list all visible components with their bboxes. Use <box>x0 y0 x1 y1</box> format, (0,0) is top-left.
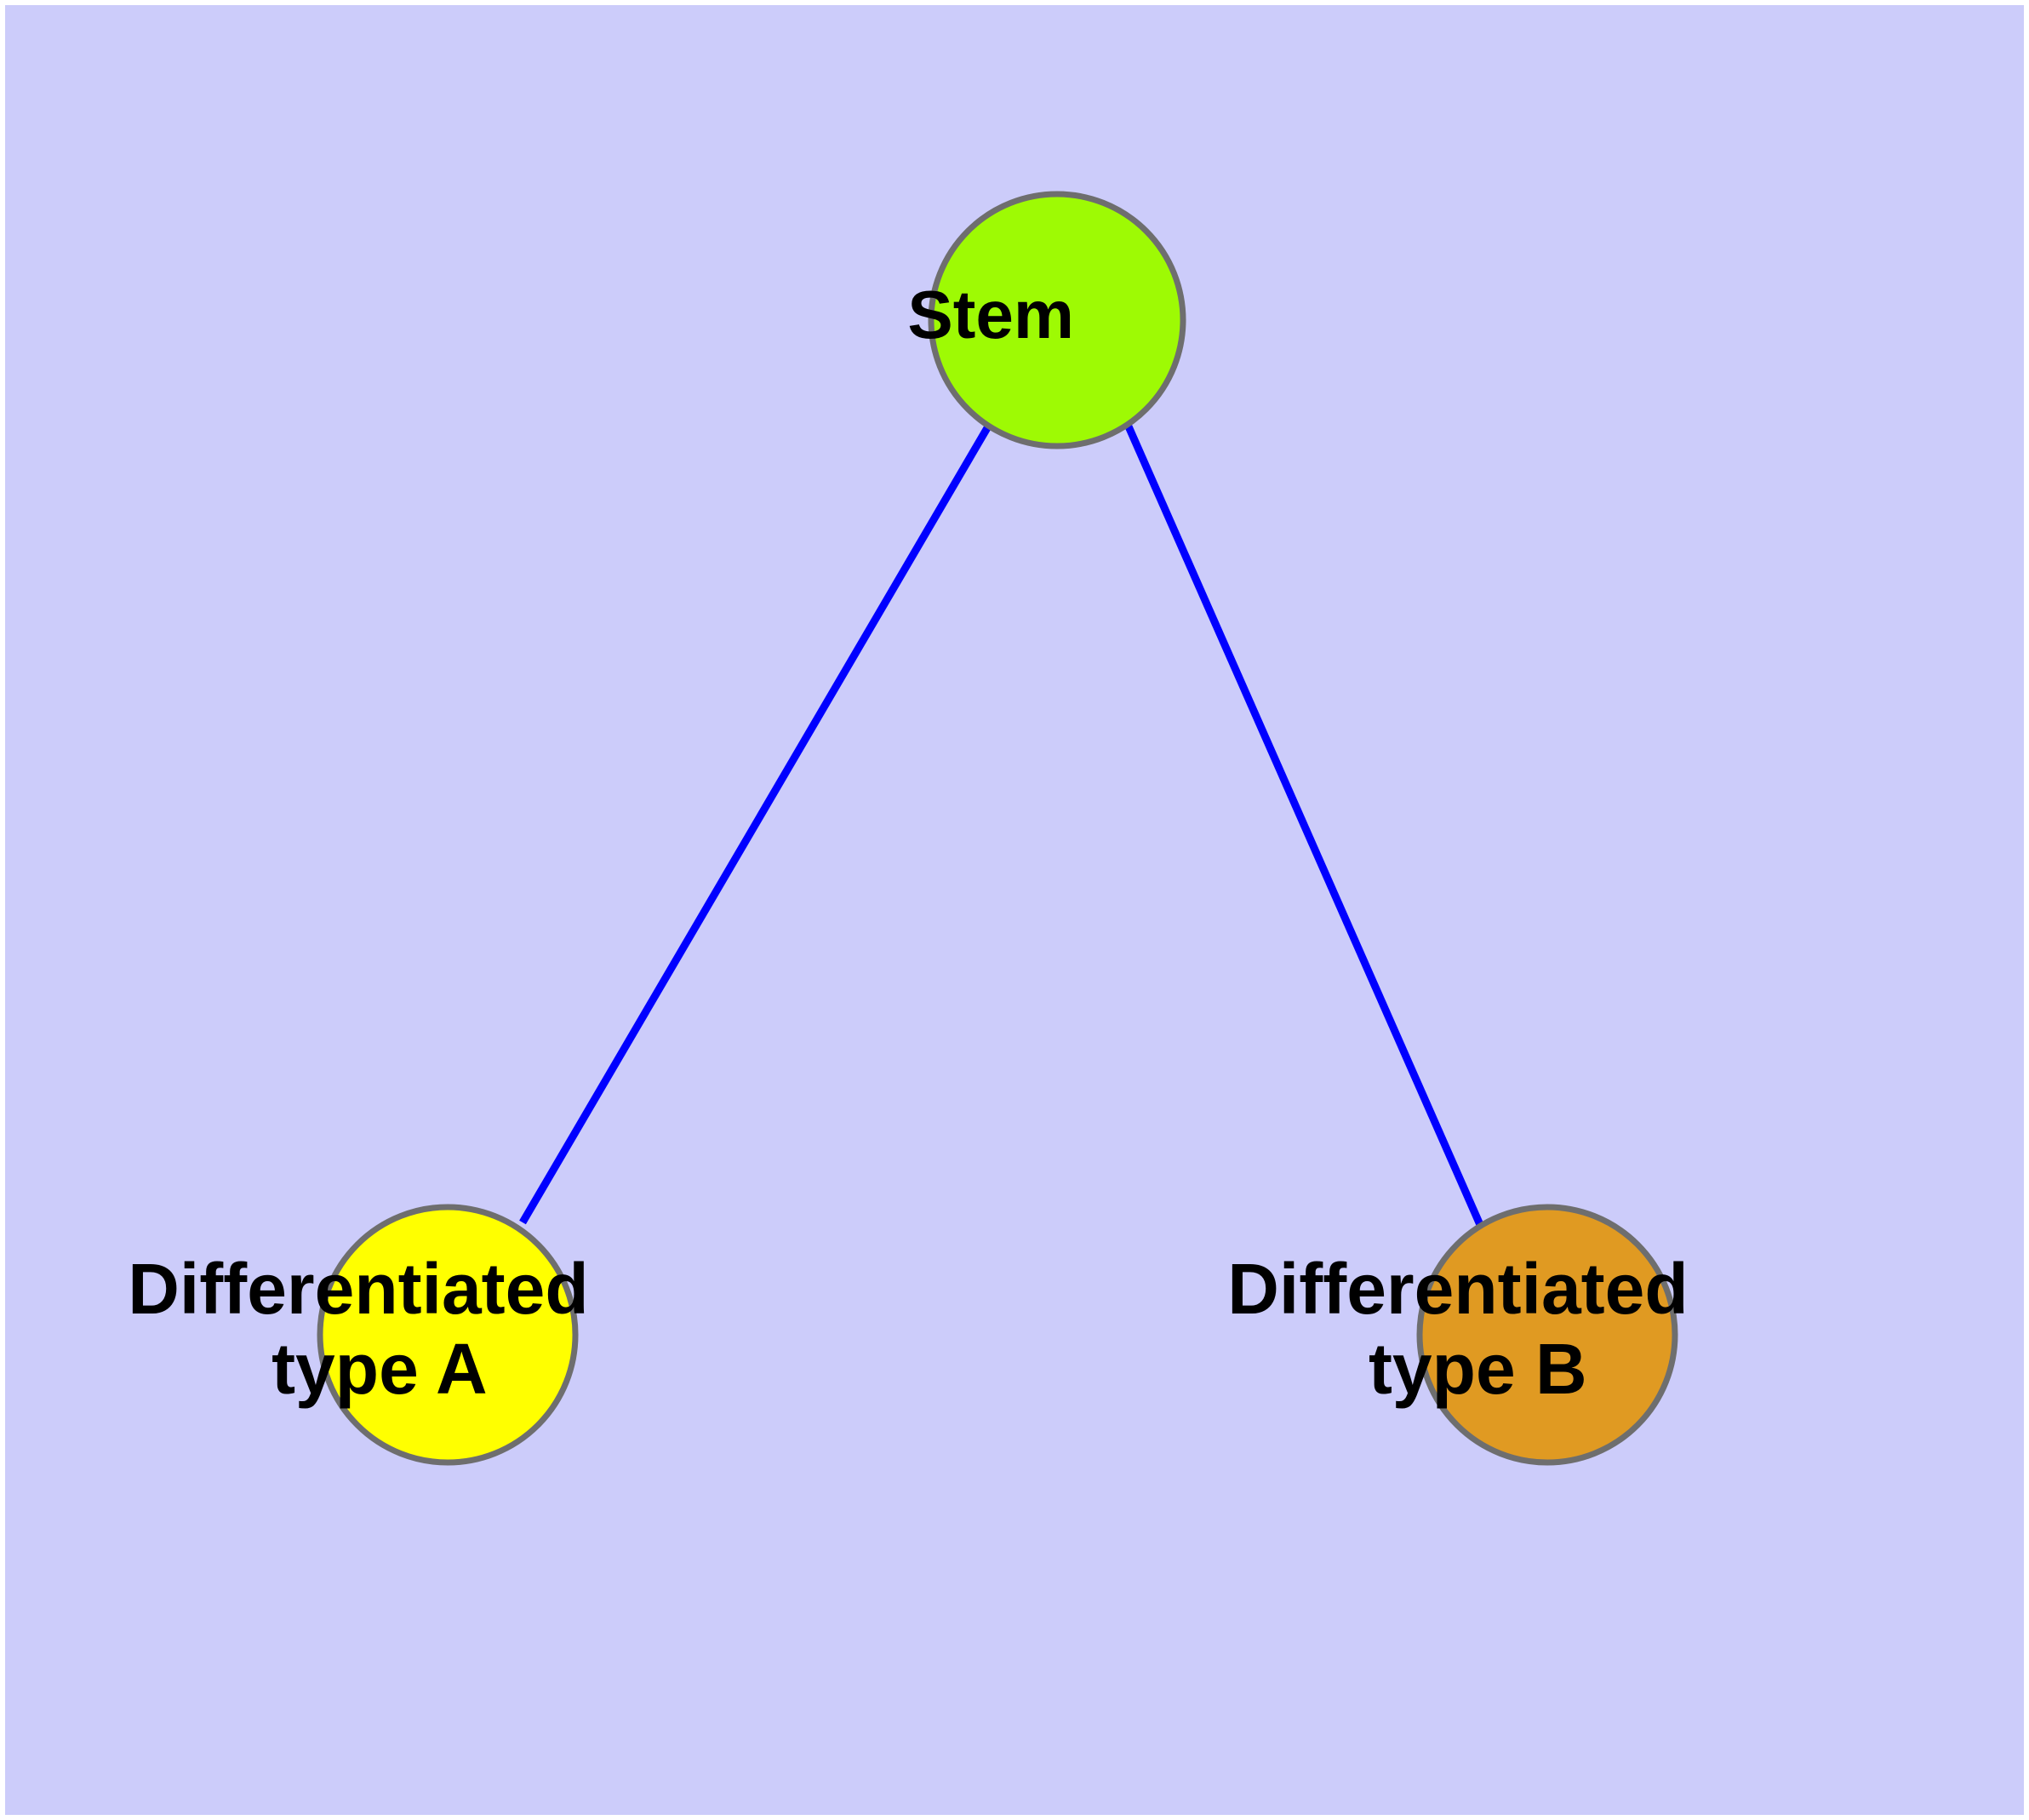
edge-stem-to-differentiated-type-a[interactable] <box>519 424 992 1225</box>
node-label-line1: Differentiated <box>128 1249 588 1329</box>
node-label-line2: type B <box>1369 1329 1587 1409</box>
edge-layer <box>519 424 1485 1228</box>
node-circle-stem[interactable] <box>928 191 1186 449</box>
node-label-line1: Stem <box>907 277 1074 352</box>
graph-svg: Differentiated type A Differentiated typ… <box>128 191 1866 1466</box>
edge-stem-to-differentiated-type-b[interactable] <box>1124 425 1485 1228</box>
node-label-line1: Differentiated <box>1227 1249 1688 1329</box>
node-label-stem: Stem <box>907 277 1206 352</box>
node-label-line2: type A <box>271 1329 486 1409</box>
node-differentiated-type-b[interactable]: Differentiated type B <box>1227 1204 1866 1466</box>
node-circle-differentiated-type-a[interactable] <box>317 1204 579 1466</box>
node-stem[interactable]: Stem <box>907 191 1206 449</box>
node-differentiated-type-a[interactable]: Differentiated type A <box>128 1204 767 1466</box>
node-label-differentiated-type-a: Differentiated type A <box>128 1249 767 1409</box>
node-circle-differentiated-type-b[interactable] <box>1416 1204 1678 1466</box>
node-label-differentiated-type-b: Differentiated type B <box>1227 1249 1866 1409</box>
